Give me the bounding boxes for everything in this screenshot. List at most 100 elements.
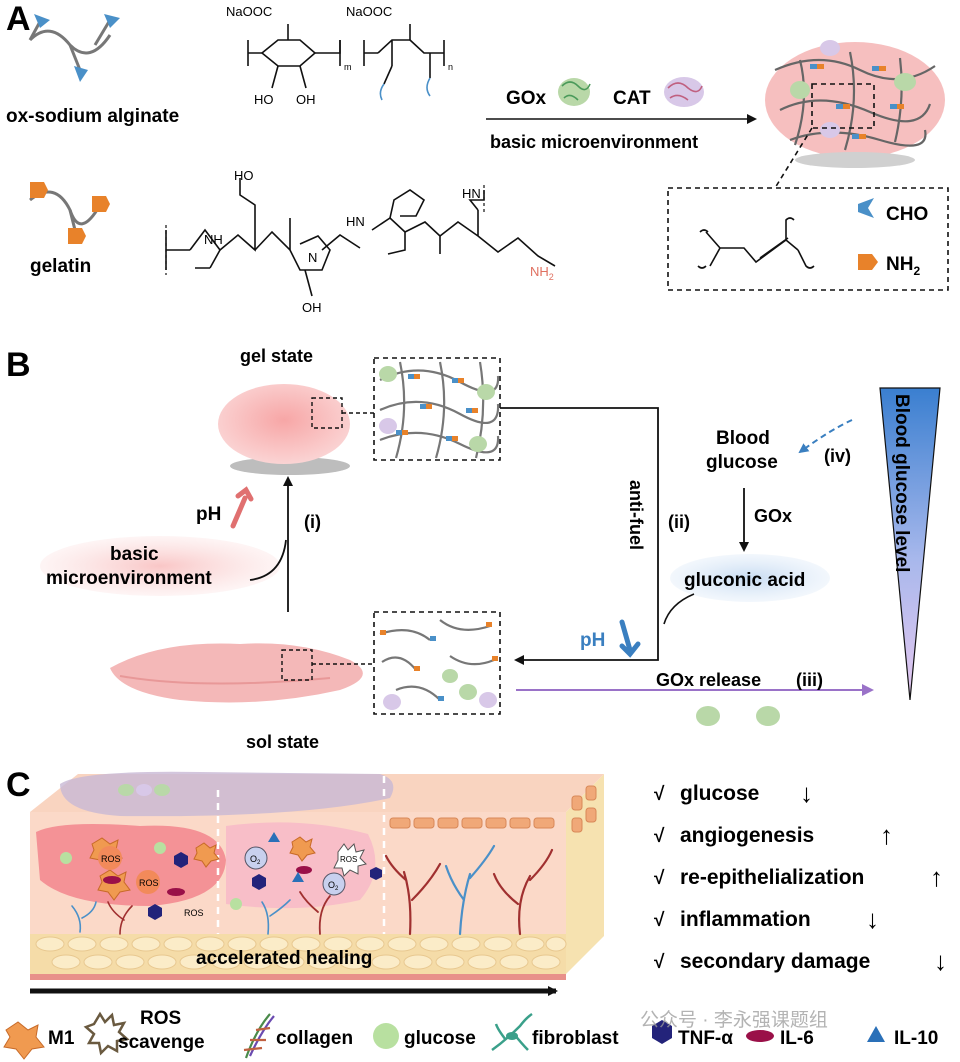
step-iii-label: (iii) [796, 670, 823, 690]
svg-text:O2: O2 [250, 854, 261, 866]
legend-fibroblast-label: fibroblast [532, 1028, 619, 1049]
basic-label: basic [110, 544, 159, 565]
legend-m1-label: M1 [48, 1028, 75, 1049]
outcome-re-epithelialization: √ re-epithelialization ↑ [654, 862, 943, 892]
zoom-box-a [811, 83, 875, 129]
il6-icon [746, 1030, 774, 1042]
glucose-feedback-arrow [798, 419, 853, 454]
sol-network-free-groups [380, 622, 498, 701]
gluconic-acid-connector [663, 593, 695, 625]
glucose-icon [373, 1023, 399, 1049]
svg-text:√: √ [654, 952, 665, 973]
gox-release-label: GOx release [656, 670, 761, 690]
step-iv-label: (iv) [824, 446, 851, 466]
basic-microenvironment-blob [40, 536, 280, 596]
oh-label-1: OH [296, 92, 316, 107]
panel-a: A ox-sodium alginate gelatin [6, 0, 949, 315]
ph-down-arrow [619, 619, 641, 658]
basic-microenvironment-label-a: basic microenvironment [490, 132, 698, 152]
blood-glucose-label: glucose [706, 452, 778, 473]
naooc-label-2: NaOOC [346, 4, 392, 19]
svg-text:re-epithelialization: re-epithelialization [680, 866, 864, 889]
svg-text:√: √ [654, 910, 665, 931]
sol-state-blob [110, 643, 363, 703]
gel-state-label: gel state [240, 346, 313, 366]
outcome-inflammation: √ inflammation ↓ [654, 904, 879, 934]
glucose-level-triangle [879, 387, 941, 701]
legend-glucose-label: glucose [404, 1028, 476, 1049]
panel-b: B gel state [6, 346, 941, 752]
anti-fuel-loop-arrow [500, 407, 659, 665]
inflamed-wound-region [36, 824, 226, 906]
gel-network-crosslinks [396, 374, 478, 441]
cat-label-a: CAT [613, 88, 651, 109]
legend-il6-label: IL-6 [780, 1028, 814, 1049]
glucose-markers [60, 842, 242, 910]
svg-text:↓: ↓ [866, 904, 879, 934]
tnf-markers [148, 852, 382, 920]
sol-network-enzymes [383, 669, 497, 710]
ros-markers: ROS ROS ROS ROS [98, 843, 367, 918]
gelatin-label: gelatin [30, 256, 91, 277]
outcome-angiogenesis: √ angiogenesis ↑ [654, 820, 893, 850]
svg-text:ROS: ROS [340, 855, 357, 864]
released-gox-icon-2 [756, 706, 780, 726]
svg-text:↓: ↓ [800, 778, 813, 808]
sol-zoom-box [281, 649, 313, 681]
il6-markers [103, 866, 312, 896]
accelerated-healing-label: accelerated healing [196, 948, 372, 969]
nh2-legend-icon [858, 254, 878, 270]
m1-icon [3, 1021, 45, 1060]
schiff-base-structure [697, 217, 815, 269]
hydrogel-network-a [765, 40, 945, 168]
step-ii-label: (ii) [668, 512, 690, 532]
gelatin-hn-label-1: HN [346, 214, 365, 229]
outcome-glucose: √ glucose ↓ [654, 778, 813, 808]
ph-up-label: pH [196, 504, 221, 525]
ho-label-1: HO [254, 92, 274, 107]
svg-text:secondary damage: secondary damage [680, 950, 870, 973]
ox-alginate-label: ox-sodium alginate [6, 106, 179, 127]
gluconic-acid-blob [670, 554, 830, 602]
il10-markers [268, 832, 304, 882]
ph-down-label: pH [580, 630, 605, 651]
sol-state-label: sol state [246, 732, 319, 752]
basic-to-arrow-connector [249, 539, 287, 581]
gelatin-cut-lines [165, 185, 485, 275]
cat-enzyme-icon-a [664, 77, 704, 107]
naooc-label-1: NaOOC [226, 4, 272, 19]
svg-text:↑: ↑ [880, 820, 893, 850]
svg-text:↑: ↑ [930, 862, 943, 892]
svg-text:↓: ↓ [934, 946, 947, 976]
microenvironment-label: microenvironment [46, 568, 212, 589]
gox-enzyme-icon-a [558, 78, 591, 106]
svg-text:glucose: glucose [680, 782, 759, 805]
subscript-n: n [448, 62, 453, 72]
gel-network-enzymes [379, 366, 495, 452]
gel-state-blob [218, 384, 350, 475]
gelatin-nh-label: NH [204, 232, 223, 247]
collagen-icon [243, 1013, 275, 1059]
released-gox-icon-1 [696, 706, 720, 726]
ox-alginate-structure [247, 24, 445, 89]
nh2-legend-label: NH2 [886, 254, 920, 278]
gox-label-a: GOx [506, 88, 547, 109]
gelatin-n-label: N [308, 250, 317, 265]
svg-text:O2: O2 [328, 880, 339, 892]
patch-enzymes [118, 784, 170, 796]
svg-text:√: √ [654, 826, 665, 847]
zoom-line-a [774, 127, 813, 189]
outcomes-list: √ glucose ↓ √ angiogenesis ↑ √ re-epithe… [654, 778, 947, 976]
svg-text:ROS: ROS [184, 908, 204, 918]
step-i-label: (i) [304, 512, 321, 532]
legend-il10-label: IL-10 [894, 1028, 938, 1049]
nh2-groups-icon [30, 182, 110, 244]
gelatin-hn-label-2: HN [462, 186, 481, 201]
gelatin-nh2-label: NH2 [530, 264, 554, 282]
blood-vessels [71, 844, 554, 936]
legend-collagen-label: collagen [276, 1028, 353, 1049]
panel-a-letter: A [6, 0, 31, 38]
legend: M1 ROS scavenge collagen glucose fibrobl… [3, 1008, 938, 1060]
hydrogel-patch [60, 771, 394, 817]
